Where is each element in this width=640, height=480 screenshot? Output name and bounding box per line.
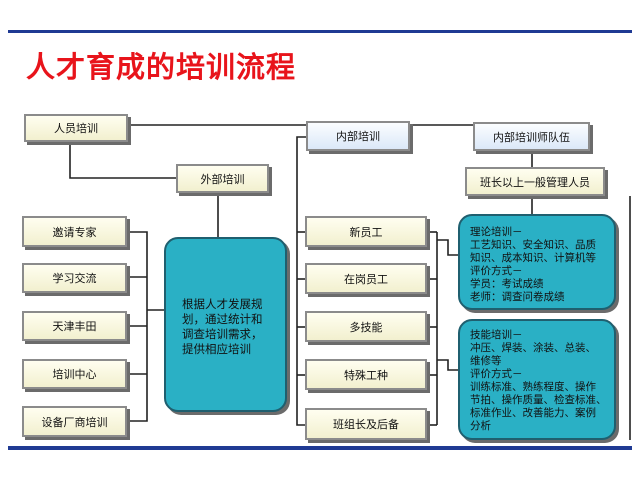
theory-training-box: 理论培训－ 工艺知识、安全知识、品质 知识、成本知识、计算机等 评价方式－ 学员… — [458, 214, 616, 310]
skills-line: 技能培训－ — [470, 329, 523, 341]
theory-line: 评价方式－ — [470, 265, 523, 277]
theory-line: 学员：考试成绩 — [470, 278, 544, 290]
left-item-experts: 邀请专家 — [22, 216, 127, 247]
external-training-box: 外部培训 — [176, 164, 269, 193]
theory-line: 理论培训－ — [470, 226, 523, 238]
center-note-line: 调查培训需求， — [182, 327, 263, 341]
personnel-training-box: 人员培训 — [24, 114, 128, 142]
theory-line: 老师：调查问卷成绩 — [470, 291, 565, 303]
skills-line: 冲压、焊装、涂装、总装、 — [470, 342, 596, 354]
page-title: 人才育成的培训流程 — [26, 50, 297, 84]
center-note-line: 提供相应培训 — [182, 342, 251, 356]
skills-line: 评价方式－ — [470, 368, 523, 380]
left-item-training-center: 培训中心 — [22, 359, 127, 389]
theory-line: 知识、成本知识、计算机等 — [470, 252, 596, 264]
theory-line: 工艺知识、安全知识、品质 — [470, 239, 596, 251]
skills-training-box: 技能培训－ 冲压、焊装、涂装、总装、 维修等 评价方式－ 训练标准、熟练程度、操… — [458, 319, 616, 440]
skills-line: 节拍、操作质量、检查标准、 — [470, 394, 607, 406]
center-note-box: 根据人才发展规 划，通过统计和 调查培训需求， 提供相应培训 — [164, 237, 287, 412]
left-item-exchange: 学习交流 — [22, 263, 127, 293]
skills-line: 标准作业、改善能力、案例 — [470, 407, 596, 419]
center-item-multi-skill: 多技能 — [305, 311, 427, 342]
center-note-line: 根据人才发展规 — [182, 297, 263, 311]
internal-training-box: 内部培训 — [306, 121, 410, 151]
center-item-on-duty-staff: 在岗员工 — [305, 263, 427, 294]
skills-line: 训练标准、熟练程度、操作 — [470, 381, 596, 393]
top-rule — [8, 30, 632, 33]
center-item-special-work: 特殊工种 — [305, 359, 427, 390]
center-item-new-staff: 新员工 — [305, 216, 427, 247]
bottom-rule — [8, 446, 632, 450]
center-item-team-leaders: 班组长及后备 — [305, 408, 427, 440]
skills-line: 分析 — [470, 420, 491, 432]
above-team-leader-box: 班长以上一般管理人员 — [465, 167, 605, 196]
left-item-vendor-training: 设备厂商培训 — [22, 406, 127, 437]
left-item-toyota: 天津丰田 — [22, 311, 127, 341]
skills-line: 维修等 — [470, 355, 502, 367]
center-note-line: 划，通过统计和 — [182, 312, 263, 326]
internal-trainers-box: 内部培训师队伍 — [473, 122, 590, 151]
